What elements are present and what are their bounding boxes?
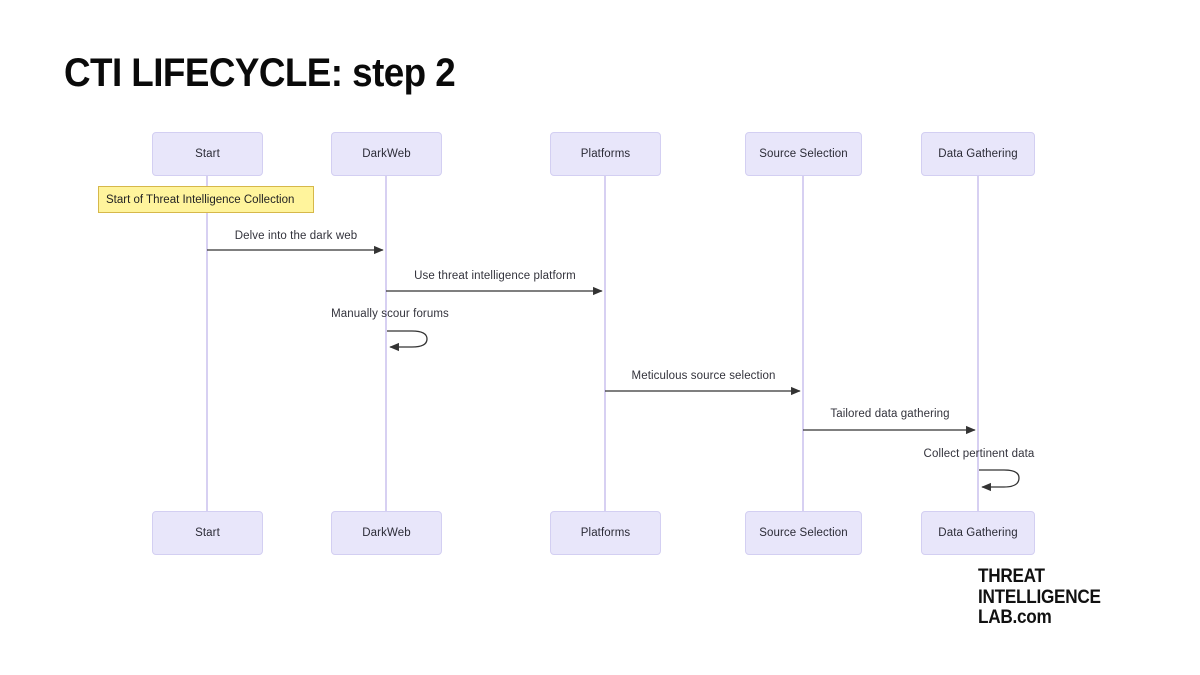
label-text: Meticulous source selection	[631, 370, 776, 382]
participant-bottom-platforms[interactable]: Platforms	[550, 511, 661, 555]
message-label-meticulous-source-selection: Meticulous source selection	[604, 370, 803, 382]
message-label-tailored-data-gathering: Tailored data gathering	[802, 408, 978, 420]
participant-bottom-darkweb[interactable]: DarkWeb	[331, 511, 442, 555]
participant-bottom-source-selection[interactable]: Source Selection	[745, 511, 862, 555]
note-start-of-collection: Start of Threat Intelligence Collection	[98, 186, 314, 213]
message-selfloop-collect-pertinent-data	[979, 469, 1020, 492]
label-text: Delve into the dark web	[234, 230, 358, 242]
logo-line-3: LAB.com	[978, 606, 1052, 628]
participant-label: DarkWeb	[362, 148, 411, 160]
lifeline-darkweb	[385, 176, 387, 512]
message-selfloop-manually-scour-forums	[387, 330, 428, 352]
participant-top-source-selection[interactable]: Source Selection	[745, 132, 862, 176]
participant-bottom-data-gathering[interactable]: Data Gathering	[921, 511, 1035, 555]
note-text: Start of Threat Intelligence Collection	[106, 193, 295, 206]
label-text: Use threat intelligence platform	[414, 270, 576, 282]
message-label-collect-pertinent-data: Collect pertinent data	[899, 448, 1059, 460]
threat-intelligence-lab-logo: THREAT INTELLIGENCE LAB.com	[978, 566, 1101, 628]
participant-label: Platforms	[580, 527, 631, 539]
label-text: Tailored data gathering	[830, 408, 950, 420]
participant-label: Data Gathering	[938, 148, 1018, 160]
participant-bottom-start[interactable]: Start	[152, 511, 263, 555]
logo-line-1: THREAT	[978, 565, 1045, 587]
participant-top-start[interactable]: Start	[152, 132, 263, 176]
participant-top-data-gathering[interactable]: Data Gathering	[921, 132, 1035, 176]
participant-label: Platforms	[580, 148, 631, 160]
lifeline-start	[206, 176, 208, 512]
message-label-use-threat-intelligence-platform: Use threat intelligence platform	[385, 270, 605, 282]
label-text: Collect pertinent data	[923, 448, 1035, 460]
page-title: CTI LIFECYCLE: step 2	[64, 51, 456, 95]
participant-label: Source Selection	[759, 527, 848, 539]
participant-label: Start	[195, 148, 220, 160]
message-label-delve-into-the-dark-web: Delve into the dark web	[206, 230, 386, 242]
participant-top-platforms[interactable]: Platforms	[550, 132, 661, 176]
lifeline-source-selection	[802, 176, 804, 512]
participant-top-darkweb[interactable]: DarkWeb	[331, 132, 442, 176]
participant-label: Start	[195, 527, 220, 539]
participant-label: Source Selection	[759, 148, 848, 160]
lifeline-platforms	[604, 176, 606, 512]
message-label-manually-scour-forums: Manually scour forums	[310, 308, 470, 320]
participant-label: Data Gathering	[938, 527, 1018, 539]
label-text: Manually scour forums	[331, 308, 449, 320]
lifeline-data-gathering	[977, 176, 979, 512]
logo-line-2: INTELLIGENCE	[978, 585, 1101, 608]
participant-label: DarkWeb	[362, 527, 411, 539]
